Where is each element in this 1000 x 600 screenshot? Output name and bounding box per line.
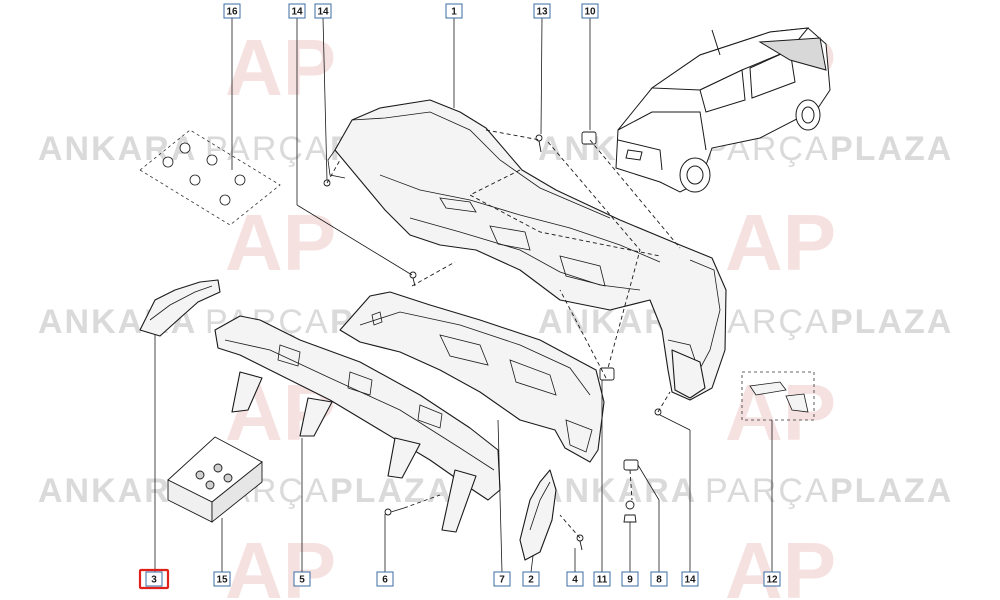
callout-tag-4: 4 <box>566 571 584 587</box>
callout-label: 16 <box>226 7 238 18</box>
callout-box <box>145 571 163 587</box>
callout-box <box>581 3 599 19</box>
watermark-logo-text: AP <box>725 526 836 600</box>
callout-label: 14 <box>684 575 696 586</box>
assembly-lines <box>326 129 681 539</box>
callout-box <box>681 571 699 587</box>
callout-tag-10: 10 <box>581 3 599 19</box>
suv-icon <box>615 27 831 193</box>
hardware-kit-box <box>167 436 263 523</box>
callout-tag-13: 13 <box>533 3 551 19</box>
callout-tag-12: 12 <box>763 571 781 587</box>
callout-box <box>621 571 639 587</box>
callout-box <box>533 3 551 19</box>
callout-box <box>376 571 394 587</box>
callout-box <box>223 3 241 19</box>
left-bumper-bracket <box>139 279 221 337</box>
right-bumper-bracket <box>519 469 557 561</box>
watermark-brand-b: PARÇA <box>205 130 330 168</box>
callout-label: 4 <box>572 575 578 586</box>
callout-tag-14: 14 <box>681 571 699 587</box>
callout-box <box>314 3 332 19</box>
callout-label: 14 <box>291 7 303 18</box>
callout-tag-11: 11 <box>593 571 611 587</box>
callout-label: 1 <box>451 7 457 18</box>
watermark-brand-c: PLAZA <box>330 472 453 510</box>
reflector-group <box>741 371 815 421</box>
callout-tag-9: 9 <box>621 571 639 587</box>
bumper-reinforcement <box>214 315 501 533</box>
callout-box <box>213 571 231 587</box>
callout-box <box>593 571 611 587</box>
callout-box <box>522 571 540 587</box>
callout-label: 9 <box>627 575 633 586</box>
watermark-brand-c: PLAZA <box>830 303 953 341</box>
callout-tag-6: 6 <box>376 571 394 587</box>
leader-lines <box>154 17 773 573</box>
callout-label: 8 <box>656 575 662 586</box>
callout-label: 7 <box>499 575 505 586</box>
callout-tag-14: 14 <box>288 3 306 19</box>
callout-label: 5 <box>299 575 305 586</box>
callout-box <box>650 571 668 587</box>
callout-box <box>763 571 781 587</box>
callout-tag-15: 15 <box>213 571 231 587</box>
callout-label: 11 <box>597 575 608 586</box>
callout-label: 10 <box>584 7 596 18</box>
callout-label: 14 <box>317 7 329 18</box>
watermark-brand-c: PLAZA <box>830 130 953 168</box>
callout-box <box>445 3 463 19</box>
watermark-brand-c: PLAZA <box>830 472 953 510</box>
watermark-logo-text: AP <box>225 23 336 112</box>
watermark-logo-text: AP <box>225 526 336 600</box>
watermark-logo-text: AP <box>725 198 836 287</box>
watermark-brand-a: ANKARA <box>38 130 197 168</box>
callout-tag-8: 8 <box>650 571 668 587</box>
callout-box <box>566 571 584 587</box>
rear-bumper-cover <box>327 99 727 401</box>
callout-label: 15 <box>216 575 228 586</box>
watermark-brand-b: PARÇA <box>705 472 830 510</box>
callout-label: 13 <box>536 7 548 18</box>
callout-label: 6 <box>382 575 388 586</box>
callout-box <box>493 571 511 587</box>
callout-tag-3: 3 <box>138 568 170 590</box>
callout-box <box>293 571 311 587</box>
clip-set-group <box>139 129 281 226</box>
callout-tag-1: 1 <box>445 3 463 19</box>
callout-tag-5: 5 <box>293 571 311 587</box>
callout-tag-14: 14 <box>314 3 332 19</box>
callout-label: 12 <box>766 575 778 586</box>
clip-icon <box>323 131 662 551</box>
callout-tag-7: 7 <box>493 571 511 587</box>
lower-diffuser <box>339 291 605 463</box>
callout-tag-16: 16 <box>223 3 241 19</box>
watermark-brand-a: ANKARA <box>538 472 697 510</box>
watermark-logo-text: AP <box>225 198 336 287</box>
callout-label: 3 <box>151 575 157 586</box>
callout-tag-2: 2 <box>522 571 540 587</box>
callout-label: 2 <box>528 575 534 586</box>
callout-tags: 16 14 14 1 13 10 3 15 5 6 7 2 4 11 9 8 14 12 <box>138 3 781 590</box>
callout-highlight <box>138 568 170 590</box>
callout-box <box>288 3 306 19</box>
